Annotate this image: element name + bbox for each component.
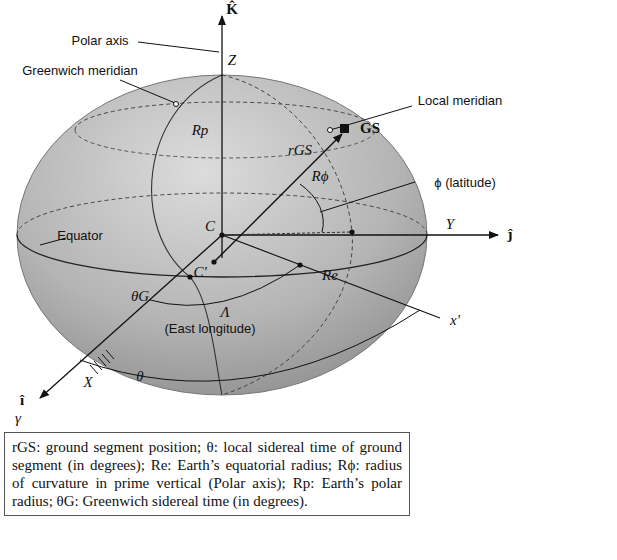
axis-label: Z [228, 53, 236, 68]
axis-label: Rp [192, 123, 209, 138]
axis-label: K̂ [226, 2, 238, 17]
axis-label: γ [15, 411, 21, 426]
figure-caption: rGS: ground segment position; θ: local s… [4, 432, 410, 516]
axis-label: C [205, 219, 215, 234]
axis-label: x' [450, 313, 460, 328]
axis-label: Re [322, 268, 338, 283]
axis-label: X [83, 375, 92, 390]
axis-label: GS [360, 121, 380, 136]
axis-label: C' [193, 265, 206, 280]
axis-label: Equator [57, 229, 103, 242]
axis-label: Λ [220, 305, 229, 320]
axis-label: (East longitude) [164, 322, 255, 335]
axis-label: rGS [288, 143, 312, 158]
axis-label: θG [131, 289, 149, 304]
axis-label: θ [136, 369, 143, 384]
axis-label: Y [446, 217, 454, 232]
axis-label: Greenwich meridian [22, 64, 138, 77]
axis-label: ĵ [508, 227, 513, 242]
axis-label: Polar axis [71, 34, 128, 47]
axis-label: ϕ (latitude) [434, 176, 495, 189]
axis-label: î [20, 393, 24, 408]
axis-label: Rϕ [312, 169, 329, 184]
axis-label: Local meridian [418, 94, 503, 107]
